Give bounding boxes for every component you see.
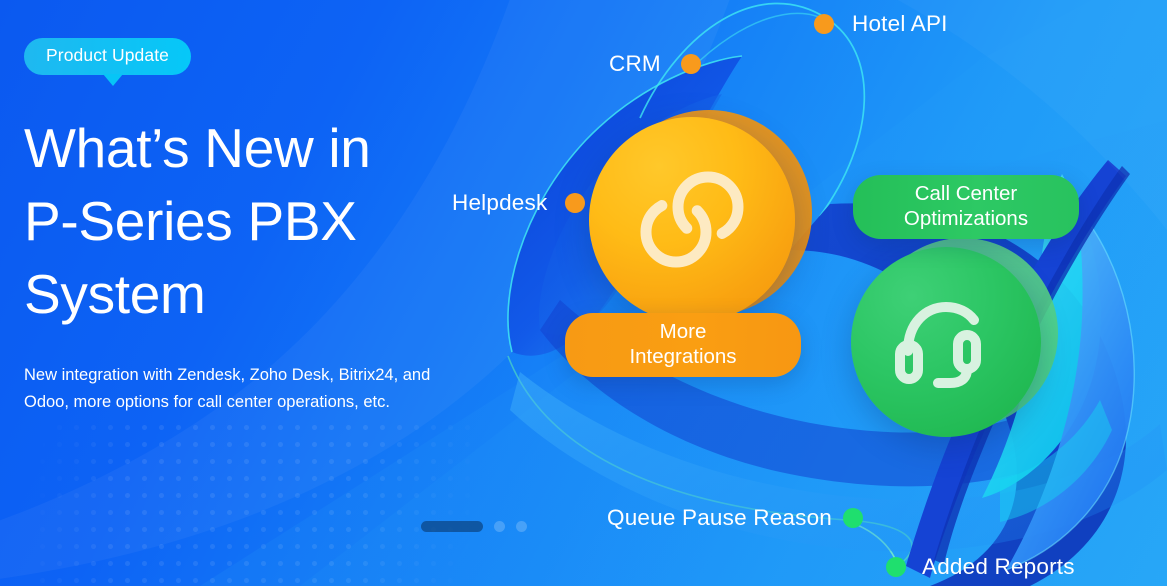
chain-link-icon bbox=[640, 171, 744, 268]
badge-tail-icon bbox=[103, 73, 123, 86]
node-crm: CRM bbox=[609, 51, 701, 77]
carousel-dot-active[interactable] bbox=[421, 521, 483, 532]
product-update-badge: Product Update bbox=[24, 38, 192, 86]
node-hotel-api: Hotel API bbox=[814, 11, 948, 37]
headset-icon bbox=[895, 302, 981, 388]
carousel-dot-3[interactable] bbox=[516, 521, 527, 532]
product-update-badge-label: Product Update bbox=[24, 38, 192, 75]
node-dot-crm-icon bbox=[680, 54, 701, 74]
node-dot-added-reports-icon bbox=[886, 557, 906, 577]
node-added-reports: Added Reports bbox=[886, 554, 1075, 580]
page-title: What’s New in P-Series PBX System bbox=[24, 116, 371, 325]
carousel-indicators[interactable] bbox=[421, 521, 527, 532]
node-dot-queue-pause-reason-icon bbox=[843, 508, 864, 528]
node-queue-pause-reason: Queue Pause Reason bbox=[607, 505, 864, 531]
node-helpdesk: Helpdesk bbox=[452, 190, 586, 216]
node-label-helpdesk: Helpdesk bbox=[452, 190, 548, 215]
node-label-added-reports: Added Reports bbox=[922, 554, 1075, 579]
node-dot-hotel-api-icon bbox=[814, 14, 834, 34]
page-subtitle: New integration with Zendesk, Zoho Desk,… bbox=[24, 365, 431, 411]
node-label-hotel-api: Hotel API bbox=[852, 11, 948, 36]
headline-block: Product Update What’s New in P-Series PB… bbox=[24, 38, 494, 415]
pill-call-center-optimizations[interactable]: Call Center Optimizations bbox=[853, 175, 1079, 239]
node-label-crm: CRM bbox=[609, 51, 661, 76]
node-dot-helpdesk-icon bbox=[565, 193, 586, 213]
more-integrations-circle bbox=[589, 117, 795, 323]
call-center-circle bbox=[851, 247, 1041, 437]
carousel-dot-2[interactable] bbox=[494, 521, 505, 532]
node-label-queue-pause-reason: Queue Pause Reason bbox=[607, 505, 833, 530]
pill-more-integrations[interactable]: More Integrations bbox=[565, 313, 801, 377]
